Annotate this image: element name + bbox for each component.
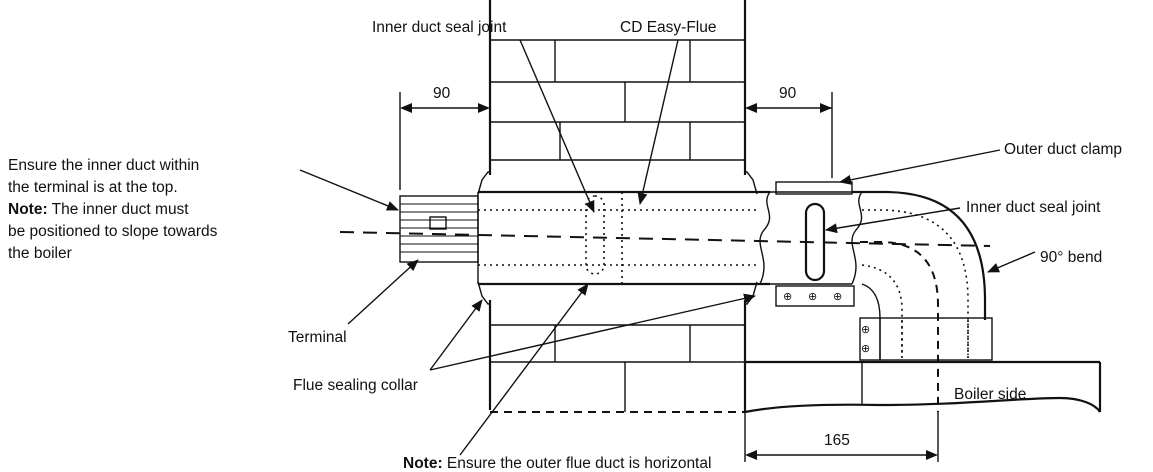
boiler (744, 360, 1102, 414)
label-flue-sealing-collar: Flue sealing collar (293, 377, 418, 394)
flue-sealing-collars (477, 171, 758, 305)
left-note-line-2: the terminal is at the top. (8, 179, 178, 196)
dimension-arrowheads (400, 103, 938, 460)
label-boiler-side: Boiler side (954, 386, 1026, 403)
svg-text:⊕: ⊕ (808, 291, 817, 303)
label-outer-duct-clamp: Outer duct clamp (1004, 141, 1122, 158)
left-note: Ensure the inner duct within the termina… (8, 157, 218, 262)
svg-text:⊕: ⊕ (783, 291, 792, 303)
label-dim-left: 90 (433, 85, 451, 102)
left-note-line-3: Note: The inner duct must (8, 201, 189, 218)
leader-lines (299, 39, 1036, 456)
terminal (399, 195, 479, 263)
wall (488, 0, 747, 413)
labels: Inner duct seal joint CD Easy-Flue 90 90… (8, 19, 1122, 472)
left-note-line-1: Ensure the inner duct within (8, 157, 199, 174)
outer-duct-clamp-section: ⊕ ⊕ ⊕ (759, 181, 863, 307)
label-dim-bottom: 165 (824, 432, 850, 449)
label-terminal: Terminal (288, 329, 347, 346)
cd-easy-flue-duct (477, 190, 770, 286)
dimension-lines (399, 92, 939, 462)
bend-90: ⊕ ⊕ (852, 190, 993, 412)
label-cd-easy-flue: CD Easy-Flue (620, 19, 716, 36)
label-dim-right: 90 (779, 85, 797, 102)
svg-text:⊕: ⊕ (833, 291, 842, 303)
svg-text:⊕: ⊕ (861, 343, 870, 355)
left-note-line-4: be positioned to slope towards (8, 223, 218, 240)
bottom-note: Note: Ensure the outer flue duct is hori… (403, 455, 711, 472)
label-inner-duct-seal-joint-top: Inner duct seal joint (372, 19, 507, 36)
duct-centre-line (339, 231, 991, 247)
label-inner-duct-seal-joint-right: Inner duct seal joint (966, 199, 1101, 216)
left-note-line-5: the boiler (8, 245, 72, 262)
svg-text:⊕: ⊕ (861, 324, 870, 336)
label-90-bend: 90° bend (1040, 249, 1102, 266)
